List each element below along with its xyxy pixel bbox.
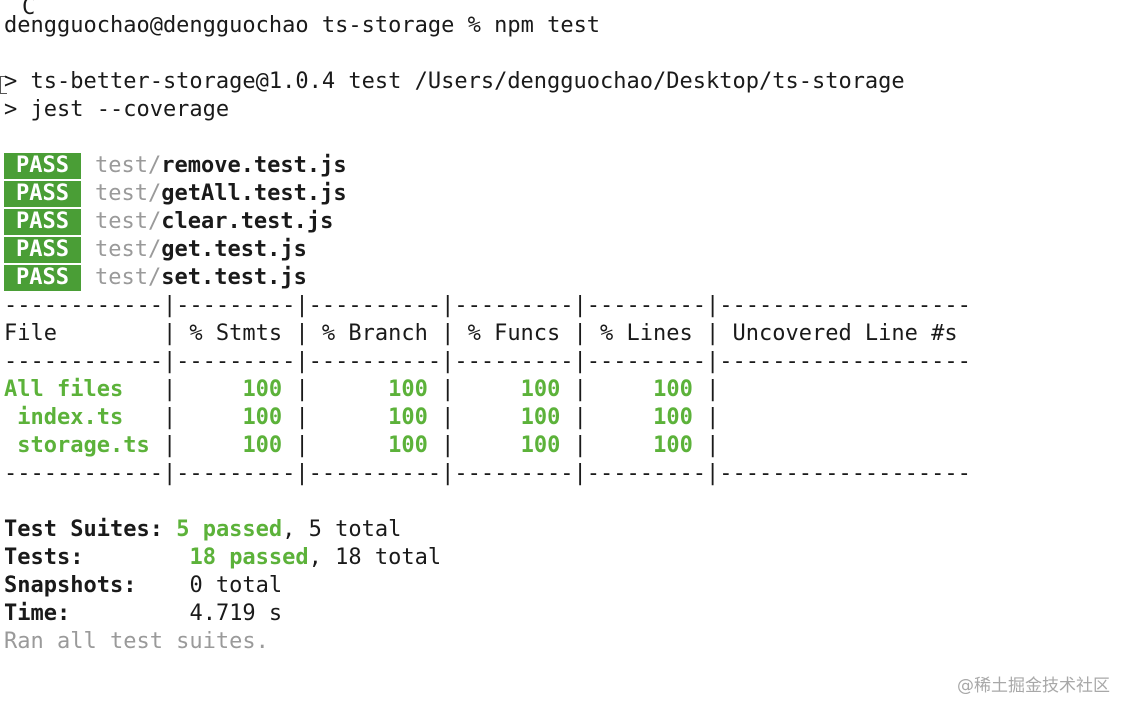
coverage-branch: 100 [388, 433, 428, 458]
coverage-lines: 100 [653, 433, 693, 458]
coverage-branch: 100 [388, 405, 428, 430]
prompt-symbol: % [467, 13, 481, 38]
coverage-separator: ------------|---------|----------|------… [4, 461, 971, 486]
test-dir: test/ [94, 265, 162, 290]
coverage-stmts: 100 [242, 377, 283, 402]
summary-snapshots-value: 0 total [189, 573, 283, 598]
test-result-row: PASS test/remove.test.js [4, 152, 1124, 180]
pass-badge: PASS [4, 153, 81, 179]
test-file: clear.test.js [161, 209, 334, 234]
coverage-file: index.ts [4, 405, 163, 430]
coverage-separator: ------------|---------|----------|------… [4, 349, 971, 374]
pass-badge: PASS [4, 181, 81, 207]
coverage-header: File | % Stmts | % Branch | % Funcs | % … [4, 321, 971, 346]
coverage-lines: 100 [653, 405, 693, 430]
summary-time-label: Time: [4, 601, 71, 626]
summary-suites: Test Suites: 5 passed, 5 total [4, 516, 1124, 544]
test-dir: test/ [94, 181, 162, 206]
summary-tests: Tests: 18 passed, 18 total [4, 544, 1124, 572]
coverage-branch: 100 [388, 377, 428, 402]
coverage-row: All files | 100 | 100 | 100 | 100 | [4, 377, 720, 402]
summary-snapshots: Snapshots: 0 total [4, 572, 1124, 600]
prompt-command: npm test [494, 13, 601, 38]
test-file: getAll.test.js [161, 181, 347, 206]
coverage-file: All files [4, 377, 163, 402]
coverage-row: storage.ts | 100 | 100 | 100 | 100 | [4, 433, 720, 458]
summary-time-value: 4.719 s [189, 601, 283, 626]
coverage-row: index.ts | 100 | 100 | 100 | 100 | [4, 405, 720, 430]
test-dir: test/ [94, 237, 162, 262]
summary-snapshots-label: Snapshots: [4, 573, 137, 598]
test-file: get.test.js [161, 237, 307, 262]
coverage-stmts: 100 [242, 433, 283, 458]
prompt-user-host: dengguochao@dengguochao [4, 13, 309, 38]
pass-badge: PASS [4, 265, 81, 291]
pass-badge: PASS [4, 209, 81, 235]
blank-line [4, 40, 1124, 68]
test-file: remove.test.js [161, 153, 347, 178]
script-line-jest: > jest --coverage [4, 97, 230, 122]
summary-tests-label: Tests: [4, 545, 84, 570]
prompt-directory: ts-storage [321, 13, 455, 38]
test-result-row: PASS test/clear.test.js [4, 208, 1124, 236]
blank-line [4, 124, 1124, 152]
coverage-funcs: 100 [520, 405, 561, 430]
blank-line [4, 488, 1124, 516]
test-result-row: PASS test/set.test.js [4, 264, 1124, 292]
coverage-separator: ------------|---------|----------|------… [4, 293, 971, 318]
coverage-funcs: 100 [520, 433, 561, 458]
prompt-line: dengguochao@dengguochao ts-storage % npm… [4, 12, 1124, 40]
summary-footer: Ran all test suites. [4, 629, 269, 654]
terminal-output[interactable]: C dengguochao@dengguochao ts-storage % n… [4, 0, 1124, 656]
test-result-row: PASS test/get.test.js [4, 236, 1124, 264]
test-file: set.test.js [161, 265, 307, 290]
test-dir: test/ [94, 153, 162, 178]
summary-time: Time: 4.719 s [4, 600, 1124, 628]
pass-badge: PASS [4, 237, 81, 263]
cursor-bracket-mark [0, 76, 7, 94]
script-line-run: > ts-better-storage@1.0.4 test /Users/de… [4, 69, 905, 94]
watermark: @稀土掘金技术社区 [957, 676, 1110, 696]
summary-tests-total: , 18 total [308, 545, 442, 570]
summary-suites-passed: 5 passed [176, 517, 283, 542]
coverage-funcs: 100 [520, 377, 561, 402]
summary-suites-label: Test Suites: [4, 517, 163, 542]
test-dir: test/ [94, 209, 162, 234]
summary-suites-total: , 5 total [282, 517, 402, 542]
previous-line-fragment: C [22, 0, 36, 20]
coverage-lines: 100 [653, 377, 693, 402]
coverage-file: storage.ts [4, 433, 163, 458]
coverage-stmts: 100 [242, 405, 283, 430]
summary-tests-passed: 18 passed [189, 545, 309, 570]
test-result-row: PASS test/getAll.test.js [4, 180, 1124, 208]
